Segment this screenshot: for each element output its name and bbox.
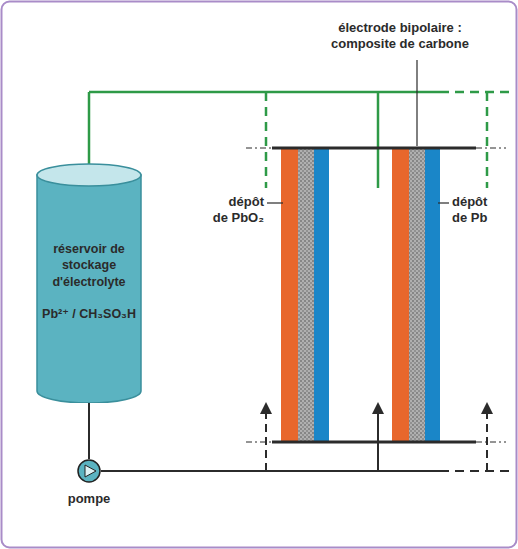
- tank-title: réservoir de stockage d'électrolyte: [40, 241, 138, 290]
- deposit-label: dépôt de Pb: [452, 194, 514, 227]
- electrolyte-formula: Pb²⁺ / CH₃SO₃H: [40, 306, 138, 322]
- storage-tank: réservoir de stockage d'électrolytePb²⁺ …: [36, 163, 142, 403]
- pump-label: pompe: [49, 491, 129, 506]
- pump-symbol: pompe: [49, 459, 129, 506]
- cell-1: [281, 149, 329, 441]
- pump-symbol: [77, 459, 101, 483]
- deposit-label: dépôt de PbO₂: [178, 194, 264, 227]
- electrode-label: électrode bipolaire : composite de carbo…: [305, 20, 495, 53]
- pipe: [88, 403, 90, 459]
- leader-lines: [267, 60, 449, 203]
- tank-text: réservoir de stockage d'électrolytePb²⁺ …: [36, 241, 142, 322]
- cell-2: [392, 149, 440, 441]
- cell-plates: [246, 148, 506, 442]
